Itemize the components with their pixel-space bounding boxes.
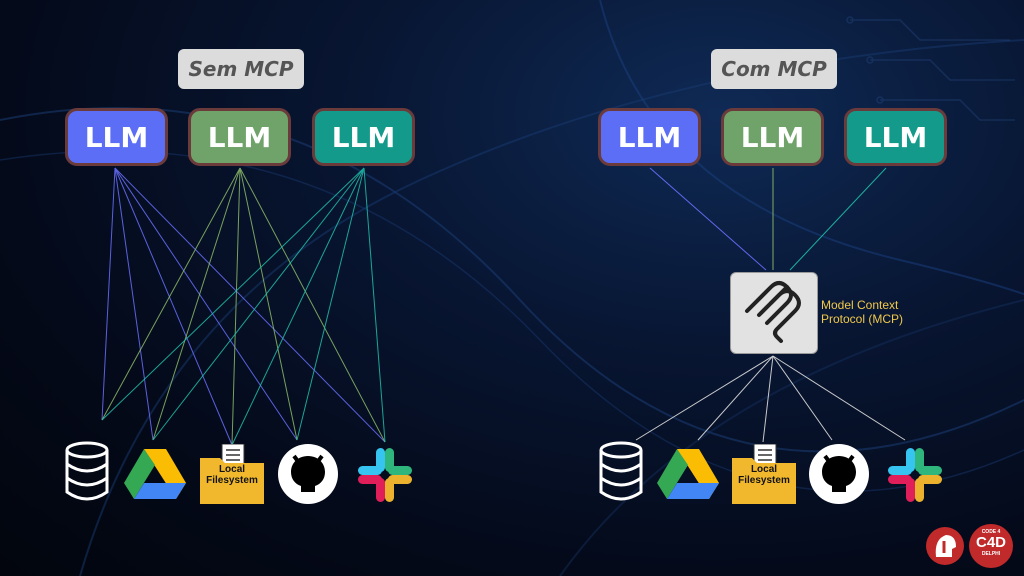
github-icon [278,444,338,504]
c4d-logo-bottom: DELPHI [981,551,1001,557]
mcp-node [730,272,818,354]
left-links-teal [101,167,386,446]
google-drive-icon [657,449,719,499]
database-icon [65,441,109,501]
llm-box-teal: LLM [312,108,415,166]
left-links-blue [101,167,386,446]
database-icon [599,441,643,501]
mcp-caption: Model Context Protocol (MCP) [821,298,903,326]
c4d-logo-top: CODE 4 [981,529,1001,535]
llm-box-blue: LLM [65,108,168,166]
llm-box-blue: LLM [598,108,701,166]
github-icon [809,444,869,504]
c4d-delphi-logo: CODE 4 C4D DELPHI [969,524,1013,568]
google-drive-icon [124,449,186,499]
right-links-mcp [635,355,906,443]
slack-icon [888,448,942,502]
mcp-logo-icon [745,281,801,343]
mcp-caption-line1: Model Context [821,298,899,312]
left-links-green [101,167,386,446]
llm-box-green: LLM [188,108,291,166]
slack-icon [358,448,412,502]
c4d-logo-main: C4D [975,534,1006,551]
llm-box-green: LLM [721,108,824,166]
filesystem-label: Local Filesystem [738,464,790,486]
right-links-llm [649,167,887,271]
folder-icon: Local Filesystem [200,443,264,504]
spartan-helmet-logo-icon [926,527,964,565]
llm-box-teal: LLM [844,108,947,166]
folder-icon: Local Filesystem [732,443,796,504]
sem-mcp-label: Sem MCP [178,49,304,89]
mcp-caption-line2: Protocol (MCP) [821,312,904,326]
filesystem-label: Local Filesystem [206,464,258,486]
com-mcp-label: Com MCP [711,49,837,89]
